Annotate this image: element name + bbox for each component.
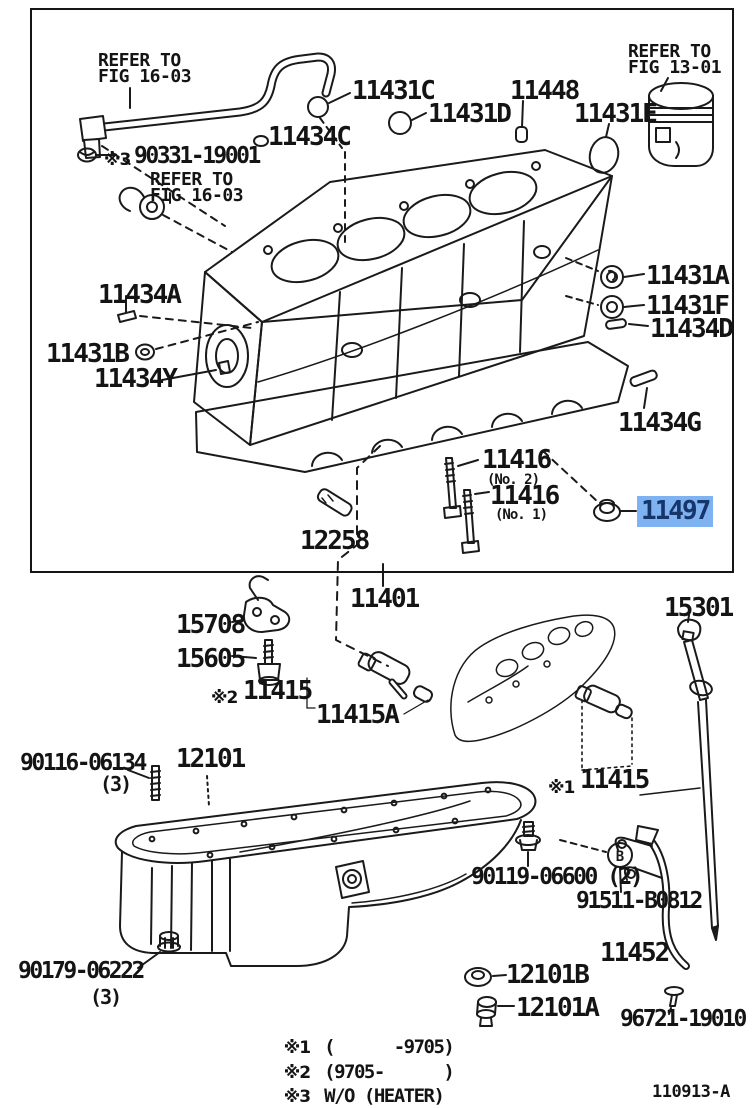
part-label-91511-B0812[interactable]: 91511-B0812 [576,888,703,914]
b-callout: B [607,842,633,893]
b-callout-letter: B [616,849,624,865]
pin-11434a-icon [117,295,253,329]
part-label-12101B[interactable]: 12101B [506,960,590,990]
dipstick-15301-drawing [677,607,719,941]
cylinder-block-drawing [193,149,629,473]
gasket-12101b-icon [464,967,507,987]
figure-border-box [30,8,734,573]
part-label-11415A[interactable]: 11415A [316,700,400,730]
part-label-12101A[interactable]: 12101A [516,993,600,1023]
pin-11434y-icon [161,360,231,381]
pin-11448-icon [515,100,528,143]
oil-pan-drawing [114,781,701,967]
cap-96721-icon [664,986,684,1015]
footnote-1: ※1( -9705) [283,1036,455,1058]
part-label-96721-19010[interactable]: 96721-19010 [620,1006,747,1032]
pin-11434d-icon [605,318,649,330]
plug-11431c-icon [307,92,351,149]
part-sub-no1: (No. 1) [495,507,548,523]
part-label-11434Y[interactable]: 11434Y [94,364,178,394]
bolt-11416-no1-icon [461,489,490,554]
part-label-11434A[interactable]: 11434A [98,280,182,310]
ring-11434c-icon [253,135,346,243]
part-label-11431A[interactable]: 11431A [646,261,730,291]
part-label-11431B[interactable]: 11431B [46,339,130,369]
part-label-11497-highlighted[interactable]: 11497 [637,496,714,527]
part-label-11431F[interactable]: 11431F [646,291,730,321]
plug-11431d-icon [388,111,427,135]
part-label-11431D[interactable]: 11431D [428,99,512,129]
part-label-12258[interactable]: 12258 [300,526,370,556]
part-label-11434C[interactable]: 11434C [268,122,352,152]
breather-pipe-drawing [79,52,336,227]
bolt-90119-icon [515,821,541,867]
part-label-15301[interactable]: 15301 [664,593,734,623]
part-label-15605[interactable]: 15605 [176,644,246,674]
bracket-15708-icon [231,575,291,633]
alignment-dashed-lines [335,445,389,667]
part-label-11448[interactable]: 11448 [510,76,580,106]
part-label-11452[interactable]: 11452 [600,938,670,968]
part-qty: (3) [90,985,122,1009]
part-label-15708[interactable]: 15708 [176,610,246,640]
figure-code: 110913-A [652,1082,730,1102]
pin-11434g-icon [629,369,658,409]
plug-11431e-icon [588,123,620,174]
note-marker-2: ※2 [211,688,238,708]
part-label-11401[interactable]: 11401 [350,584,420,614]
part-label-12101[interactable]: 12101 [176,744,246,774]
footnote-2: ※2(9705- ) [283,1061,455,1083]
note-marker-3: ※3 [104,150,131,170]
plug-12101a-icon [476,996,515,1027]
plug-11431b-icon [135,321,259,361]
union-11415-x2-icon [306,651,434,715]
part-qty: (3) [100,772,132,796]
part-label-11431C[interactable]: 11431C [352,76,436,106]
part-sub-no2: (No. 2) [487,472,540,488]
union-11415-x1-icon [574,684,633,771]
pin-12258-icon [316,488,353,517]
grommet-11497-icon [542,450,637,522]
heater-outlet-drawing [118,186,233,253]
manifold-ghost-drawing [450,614,616,743]
guide-tube-11452-drawing [559,825,690,970]
bolt-11416-no2-icon [443,457,479,519]
seal-11431a-icon [565,257,645,289]
part-label-90119-06600[interactable]: 90119-06600 (2) [471,864,644,890]
seal-11431f-icon [565,295,645,319]
note-marker-1: ※1 [548,778,575,798]
stud-90116-icon [127,765,210,807]
part-label-11434D[interactable]: 11434D [650,314,734,344]
nut-90179-icon [137,931,181,969]
part-label-11434G[interactable]: 11434G [618,408,702,438]
clip-90331-icon [77,147,117,163]
part-label-11431E[interactable]: 11431E [574,99,658,129]
bolt-15605-icon [231,639,281,686]
piston-drawing [648,77,714,167]
